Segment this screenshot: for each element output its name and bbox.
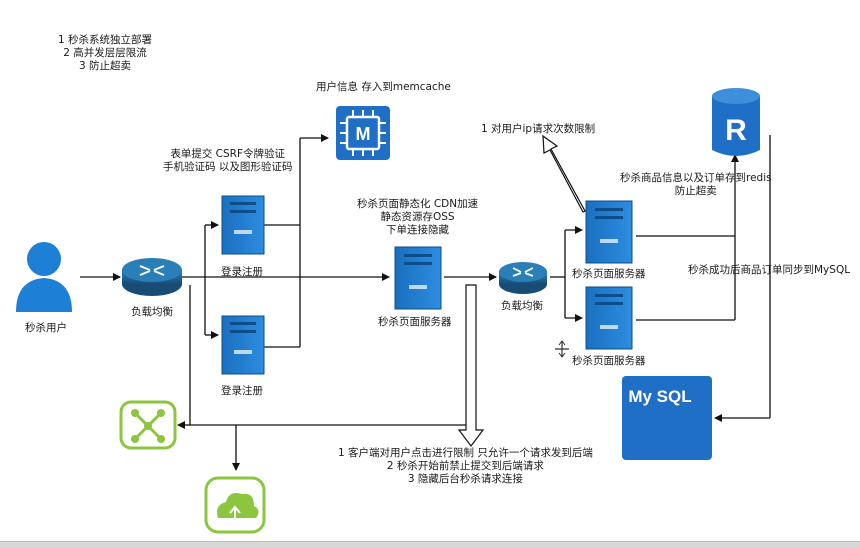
system-principles-note: 1 秒杀系统独立部署 2 高并发层层限流 3 防止超卖 bbox=[58, 34, 152, 73]
ip-limit-note: 1 对用户ip请求次数限制 bbox=[481, 123, 596, 135]
memcache-icon: M bbox=[336, 106, 390, 160]
bottom-scrollbar[interactable] bbox=[0, 541, 860, 548]
user-label: 秒杀用户 bbox=[25, 322, 67, 334]
client-note-line-2: 2 秒杀开始前禁止提交到后端请求 bbox=[386, 460, 544, 472]
redis-icon: R bbox=[712, 88, 760, 156]
cluster-icon bbox=[119, 400, 177, 450]
login-server-1-label: 登录注册 bbox=[221, 266, 263, 278]
login-server-icon-2 bbox=[221, 315, 265, 375]
mysql-text: My SQL bbox=[628, 387, 691, 406]
client-limit-note: 1 客户端对用户点击进行限制 只允许一个请求发到后端 2 秒杀开始前禁止提交到后… bbox=[338, 447, 593, 486]
form-verification-note: 表单提交 CSRF令牌验证 手机验证码 以及图形验证码 bbox=[163, 148, 292, 174]
seckill-server-icon-bottom bbox=[585, 286, 633, 350]
cursor-icon bbox=[555, 340, 569, 358]
load-balancer-icon-2 bbox=[499, 262, 547, 294]
redis-note: 秒杀商品信息以及订单存到redis 防止超卖 bbox=[620, 172, 772, 198]
load-balancer-icon-1 bbox=[122, 258, 182, 296]
client-note-line-3: 3 隐藏后台秒杀请求连接 bbox=[407, 473, 523, 485]
load-balancer-2-label: 负载均衡 bbox=[501, 300, 543, 312]
memcache-glyph: M bbox=[356, 124, 371, 144]
form-note-line-1: 表单提交 CSRF令牌验证 bbox=[170, 148, 285, 160]
seckill-server-bottom-label: 秒杀页面服务器 bbox=[572, 355, 646, 367]
mysql-icon: My SQL bbox=[622, 376, 712, 460]
principle-2: 2 高并发层层限流 bbox=[63, 47, 147, 59]
form-note-line-2: 手机验证码 以及图形验证码 bbox=[163, 161, 293, 173]
static-note-line-2: 静态资源存OSS bbox=[380, 211, 455, 223]
hollow-arrows bbox=[457, 134, 586, 447]
seckill-server-icon-top bbox=[585, 200, 633, 264]
static-note-line-3: 下单连接隐藏 bbox=[386, 224, 450, 236]
cloud-upload-icon bbox=[204, 476, 266, 534]
principle-3: 3 防止超卖 bbox=[79, 60, 132, 72]
redis-glyph: R bbox=[725, 114, 747, 147]
login-server-2-label: 登录注册 bbox=[221, 385, 263, 397]
login-server-icon-1 bbox=[221, 195, 265, 255]
memcache-note: 用户信息 存入到memcache bbox=[316, 81, 451, 93]
principle-1: 1 秒杀系统独立部署 bbox=[58, 34, 153, 46]
redis-note-line-2: 防止超卖 bbox=[674, 185, 717, 197]
client-note-line-1: 1 客户端对用户点击进行限制 只允许一个请求发到后端 bbox=[338, 447, 593, 459]
user-icon bbox=[16, 242, 72, 312]
redis-note-line-1: 秒杀商品信息以及订单存到redis bbox=[620, 172, 772, 184]
seckill-server-top-label: 秒杀页面服务器 bbox=[572, 268, 646, 280]
connection-lines bbox=[80, 134, 771, 471]
static-page-note: 秒杀页面静态化 CDN加速 静态资源存OSS 下单连接隐藏 bbox=[357, 198, 478, 237]
mysql-sync-note: 秒杀成功后商品订单同步到MySQL bbox=[688, 264, 851, 276]
static-note-line-1: 秒杀页面静态化 CDN加速 bbox=[357, 198, 479, 210]
load-balancer-1-label: 负载均衡 bbox=[131, 306, 173, 318]
seckill-page-server-icon bbox=[394, 246, 442, 310]
seckill-page-server-label: 秒杀页面服务器 bbox=[378, 316, 452, 328]
